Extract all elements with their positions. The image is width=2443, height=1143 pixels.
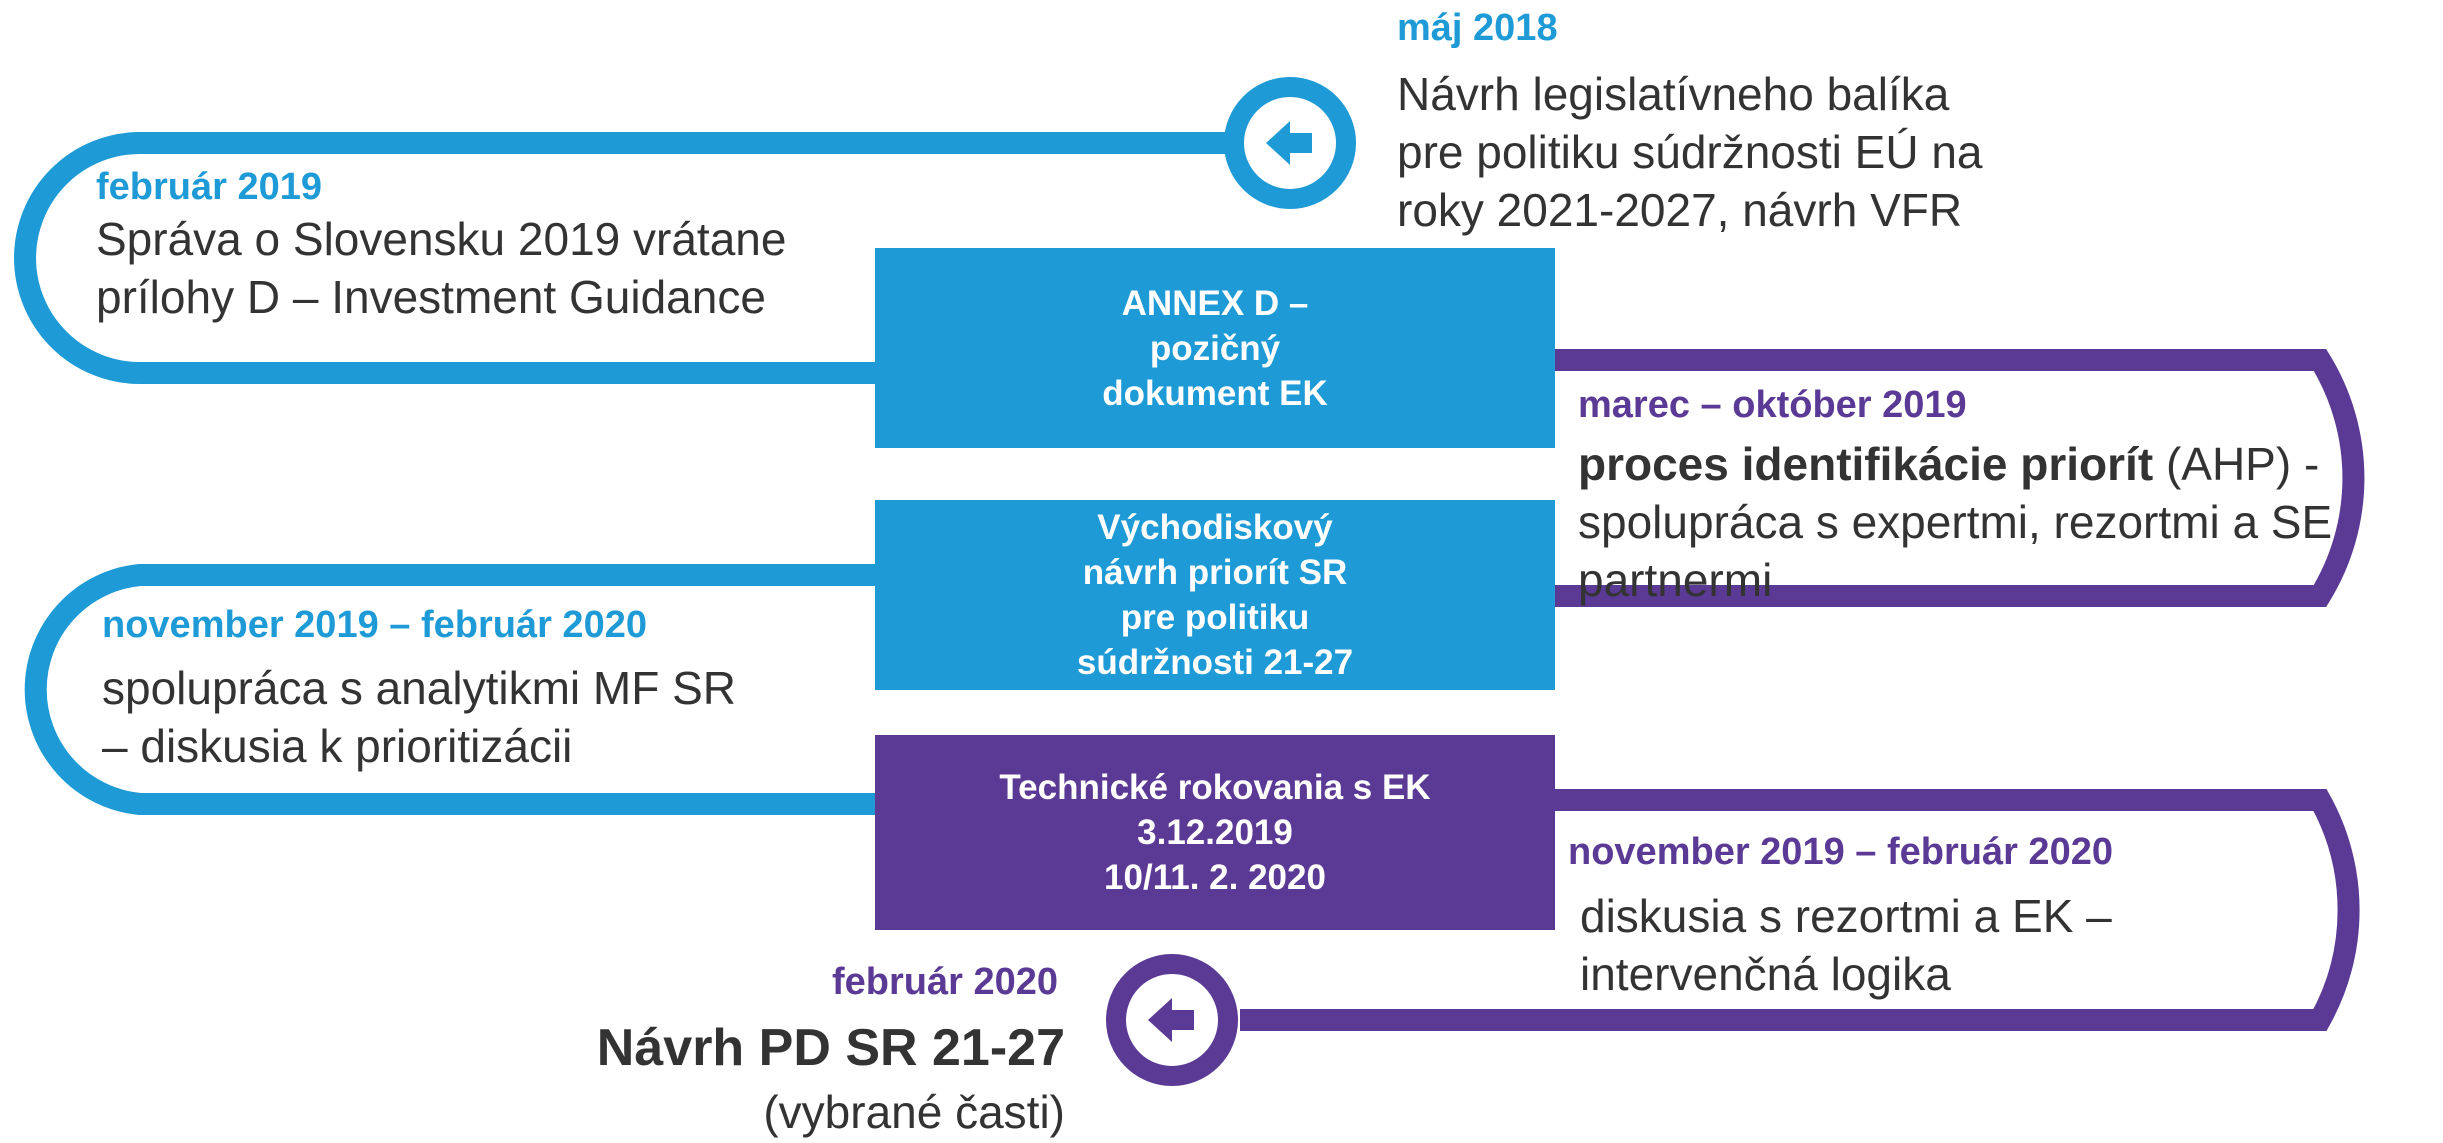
annex-d-box: ANNEX D – pozičný dokument EK xyxy=(875,248,1555,448)
box-line: pozičný xyxy=(1149,328,1281,368)
priorities-box: Východiskový návrh priorít SR pre politi… xyxy=(875,500,1555,690)
milestone-text-feb-2019: Správa o Slovensku 2019 vrátane prílohy … xyxy=(96,210,786,326)
box-line: dokument EK xyxy=(1102,373,1328,413)
text-line: diskusia s rezortmi a EK – xyxy=(1580,890,2112,942)
track-segment-top xyxy=(14,132,1245,384)
arrow-left-icon xyxy=(1106,954,1238,1086)
milestone-date-feb-2019: február 2019 xyxy=(96,166,323,208)
text-line: – diskusia k prioritizácii xyxy=(102,720,573,772)
arrow-left-icon xyxy=(1224,77,1356,209)
text-line: proces identifikácie priorít (AHP) - xyxy=(1578,435,2332,493)
box-line: Technické rokovania s EK xyxy=(999,768,1431,807)
text-line: spolupráca s analytikmi MF SR xyxy=(102,662,736,714)
emphasis-text: proces identifikácie priorít xyxy=(1578,438,2154,490)
text-continuation: (AHP) - xyxy=(2153,438,2320,490)
text-line: spolupráca s expertmi, rezortmi a SE xyxy=(1578,496,2333,548)
text-line: roky 2021-2027, návrh VFR xyxy=(1397,184,1963,236)
box-line: 10/11. 2. 2020 xyxy=(1104,858,1326,897)
box-line: ANNEX D – xyxy=(1121,283,1309,323)
text-line: partnermi xyxy=(1578,554,1773,606)
technical-negotiations-box: Technické rokovania s EK 3.12.2019 10/11… xyxy=(875,735,1555,930)
milestone-text-nov2019-feb2020-left: spolupráca s analytikmi MF SR – diskusia… xyxy=(102,659,736,775)
final-document-title: Návrh PD SR 21-27 xyxy=(596,1019,1065,1077)
box-line: 3.12.2019 xyxy=(1137,813,1293,852)
track-segment-left-middle xyxy=(24,564,875,815)
box-line: pre politiku xyxy=(1120,598,1310,637)
milestone-date-nov2019-feb2020-right: november 2019 – február 2020 xyxy=(1568,831,2113,873)
milestone-text-may-2018: Návrh legislatívneho balíka pre politiku… xyxy=(1397,65,1983,239)
box-line: súdržnosti 21-27 xyxy=(1076,643,1354,682)
track-segment-right-lower xyxy=(1240,789,2360,1031)
box-line: Východiskový xyxy=(1097,508,1333,547)
text-line: Návrh legislatívneho balíka xyxy=(1397,68,1950,120)
milestone-text-nov2019-feb2020-right: diskusia s rezortmi a EK – intervenčná l… xyxy=(1580,887,2112,1003)
milestone-text-mar-oct-2019: proces identifikácie priorít (AHP) - spo… xyxy=(1578,435,2332,609)
milestone-date-mar-oct-2019: marec – október 2019 xyxy=(1578,384,1967,426)
text-line: pre politiku súdržnosti EÚ na xyxy=(1397,126,1983,178)
box-line: návrh priorít SR xyxy=(1082,553,1348,592)
text-line: Správa o Slovensku 2019 vrátane xyxy=(96,213,787,265)
milestone-date-feb-2020: február 2020 xyxy=(831,961,1058,1003)
text-line: prílohy D – Investment Guidance xyxy=(96,271,766,323)
track-segment-right-upper xyxy=(1555,349,2365,607)
text-line: intervenčná logika xyxy=(1580,948,1951,1000)
milestone-date-may-2018: máj 2018 xyxy=(1397,7,1558,49)
final-document-subtitle: (vybrané časti) xyxy=(763,1086,1065,1138)
milestone-date-nov2019-feb2020-left: november 2019 – február 2020 xyxy=(102,604,647,646)
